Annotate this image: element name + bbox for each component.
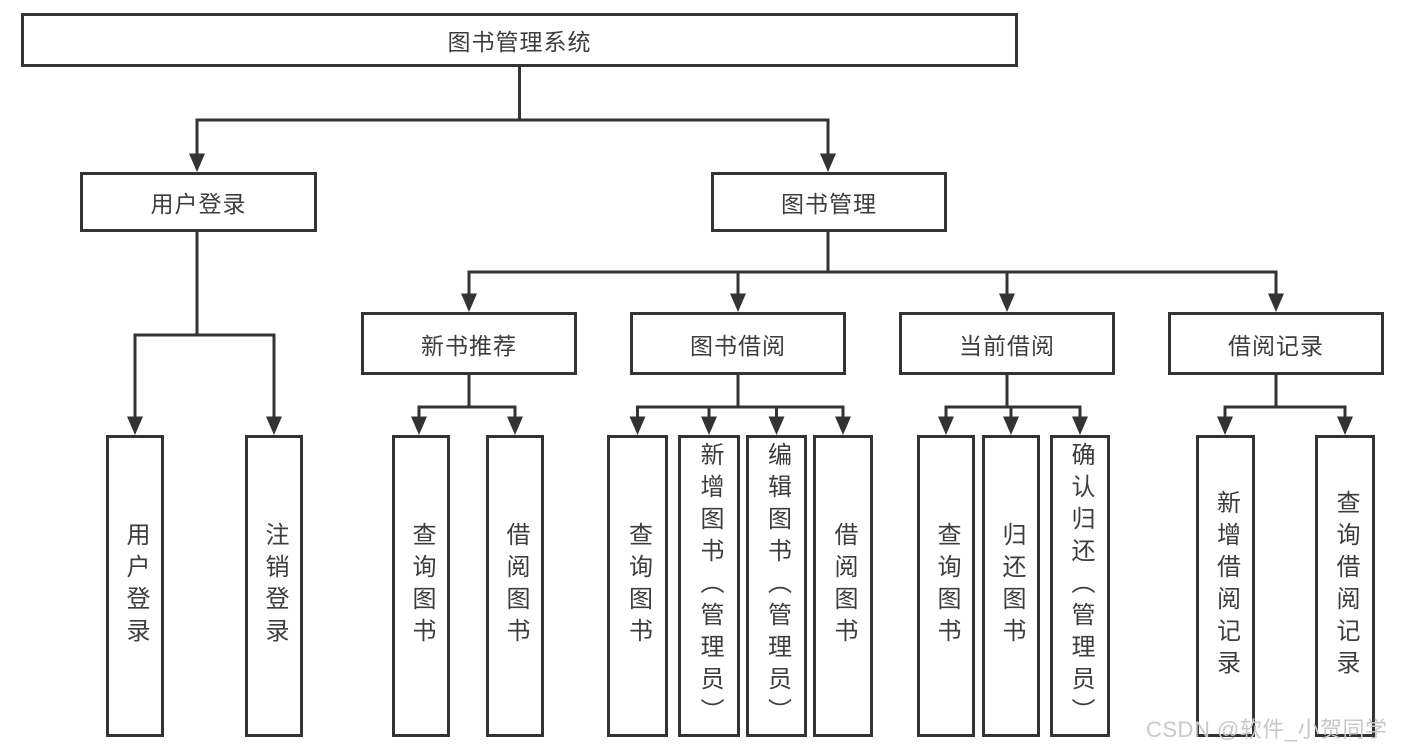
leaf-newbook-query-label: 查询图书	[408, 522, 435, 650]
leaf-borrowing-add-label: 新增图书（管理员）	[696, 442, 723, 730]
arrowhead-icon	[1003, 416, 1019, 435]
arrowhead-icon	[701, 416, 717, 435]
leaf-borrowing-query: 查询图书	[607, 435, 668, 737]
arrowhead-icon	[507, 416, 523, 435]
leaf-borrowing-borrow-label: 借阅图书	[830, 522, 857, 650]
arrowhead-icon	[411, 416, 427, 435]
leaf-current-query-label: 查询图书	[933, 522, 960, 650]
node-user-login-branch-label: 用户登录	[150, 191, 247, 217]
leaf-borrowing-edit: 编辑图书（管理员）	[746, 435, 807, 737]
connector-segments	[133, 66, 1347, 418]
leaf-newbook-borrow: 借阅图书	[486, 435, 544, 737]
leaf-current-return: 归还图书	[982, 435, 1040, 737]
csdn-watermark: CSDN @软件_小贺同学	[1146, 717, 1388, 742]
leaf-records-add: 新增借阅记录	[1196, 435, 1255, 737]
arrowhead-icon	[461, 293, 477, 312]
node-book-borrowing: 图书借阅	[630, 312, 846, 375]
leaf-user-login: 用户登录	[106, 435, 164, 737]
connector-path	[133, 66, 1347, 418]
arrowhead-icon	[768, 416, 785, 435]
leaf-current-query: 查询图书	[917, 435, 975, 737]
arrowhead-icon	[266, 416, 282, 435]
arrowhead-icon	[629, 416, 646, 435]
arrowhead-icon	[1217, 416, 1233, 435]
node-current-borrowing-label: 当前借阅	[959, 332, 1055, 359]
leaf-current-confirm-return-label: 确认归还（管理员）	[1067, 442, 1094, 730]
arrowhead-icon	[730, 293, 746, 312]
leaf-newbook-query: 查询图书	[392, 435, 450, 737]
arrowhead-icon	[820, 153, 836, 172]
leaf-logout: 注销登录	[245, 435, 303, 737]
node-new-book-recommend: 新书推荐	[361, 312, 577, 375]
leaf-borrowing-borrow: 借阅图书	[813, 435, 873, 737]
node-borrow-records-label: 借阅记录	[1228, 332, 1324, 359]
arrowhead-icon	[1337, 416, 1353, 435]
leaf-current-return-label: 归还图书	[998, 522, 1025, 650]
arrowhead-icon	[189, 153, 205, 172]
arrowhead-icon	[999, 293, 1015, 312]
leaf-user-login-label: 用户登录	[122, 522, 149, 650]
leaf-borrowing-query-label: 查询图书	[624, 522, 652, 650]
leaf-borrowing-add: 新增图书（管理员）	[678, 435, 740, 737]
arrowhead-icon	[127, 416, 143, 435]
node-root-label: 图书管理系统	[447, 29, 592, 55]
leaf-current-confirm-return: 确认归还（管理员）	[1050, 435, 1110, 737]
leaf-logout-label: 注销登录	[261, 522, 288, 650]
arrowhead-icon	[1268, 293, 1284, 312]
leaf-records-add-label: 新增借阅记录	[1212, 490, 1240, 682]
arrowhead-icon	[1072, 416, 1088, 435]
leaf-newbook-borrow-label: 借阅图书	[502, 522, 529, 650]
node-user-login-branch: 用户登录	[80, 172, 317, 232]
node-new-book-recommend-label: 新书推荐	[421, 332, 517, 359]
node-current-borrowing: 当前借阅	[899, 312, 1115, 375]
node-book-management-branch: 图书管理	[711, 172, 947, 232]
node-book-management-branch-label: 图书管理	[781, 191, 877, 217]
node-borrow-records: 借阅记录	[1168, 312, 1384, 375]
arrowhead-icon	[835, 416, 851, 435]
arrowheads	[127, 153, 1353, 435]
leaf-records-query: 查询借阅记录	[1315, 435, 1375, 737]
node-root: 图书管理系统	[21, 13, 1018, 67]
leaf-records-query-label: 查询借阅记录	[1332, 490, 1359, 682]
leaf-borrowing-edit-label: 编辑图书（管理员）	[763, 442, 791, 730]
node-book-borrowing-label: 图书借阅	[690, 332, 786, 359]
arrowhead-icon	[938, 416, 954, 435]
